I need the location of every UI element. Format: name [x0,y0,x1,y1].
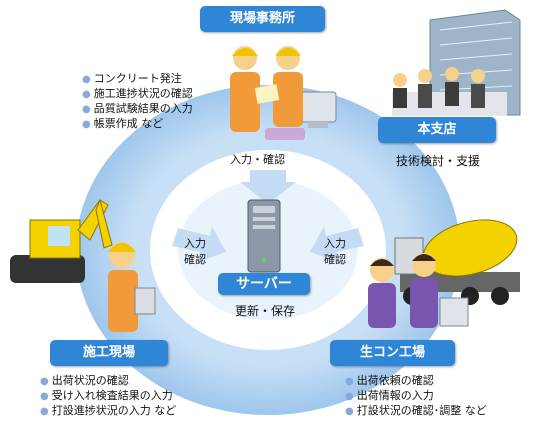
site-office-badge: 現場事務所 [200,6,325,32]
arrow-right-label-line1: 入力 [324,237,346,250]
arrow-left [172,226,226,262]
head-office-caption: 技術検討・支援 [396,154,481,168]
server-label: サーバー [236,276,292,292]
plant-workers-illustration [368,253,469,328]
arrow-right-label: 入力 確認 [318,236,352,268]
head-office-badge: 本支店 [378,117,496,143]
construction-site-badge: 施工現場 [50,340,168,366]
plant-tasks: 出荷依頼の確認 出荷情報の入力 打設状況の確認･調整 など [345,374,487,419]
arrow-left-label: 入力 確認 [178,236,212,268]
list-item: 出荷情報の入力 [345,389,487,404]
construction-site-tasks: 出荷状況の確認 受け入れ検査結果の入力 打設進捗状況の入力 など [40,374,177,419]
excavator-illustration [10,198,113,283]
list-item: 出荷状況の確認 [40,374,176,389]
list-item: コンクリート発注 [82,72,193,87]
construction-site-label: 施工現場 [82,345,135,360]
site-office-workers-illustration [230,46,337,140]
list-item: 打設状況の確認･調整 など [345,404,487,419]
arrow-left-label-line1: 入力 [184,237,206,250]
arrow-top [240,170,296,204]
site-worker-illustration [108,242,156,332]
arrow-top-label: 入力・確認 [230,153,285,166]
list-item: 品質試験結果の入力 [82,102,193,117]
list-item: 施工進捗状況の確認 [82,87,193,102]
head-office-building-illustration [392,9,521,116]
arrow-left-label-line2: 確認 [184,253,206,266]
server-badge: サーバー [218,273,310,295]
plant-label: 生コン工場 [359,345,425,360]
site-office-tasks: コンクリート発注 施工進捗状況の確認 品質試験結果の入力 帳票作成 など [82,72,193,132]
plant-badge: 生コン工場 [330,340,455,366]
list-item: 打設進捗状況の入力 など [40,404,177,419]
list-item: 帳票作成 など [82,117,193,132]
site-office-label: 現場事務所 [229,11,295,26]
list-item: 出荷依頼の確認 [345,374,487,389]
mixer-truck-illustration [394,219,520,305]
arrow-right-label-line2: 確認 [324,253,346,266]
server-caption: 更新・保存 [235,304,296,318]
head-office-label: 本支店 [417,122,457,137]
list-item: 受け入れ検査結果の入力 [40,389,176,404]
arrow-right [310,226,364,262]
server-icon [247,199,281,273]
